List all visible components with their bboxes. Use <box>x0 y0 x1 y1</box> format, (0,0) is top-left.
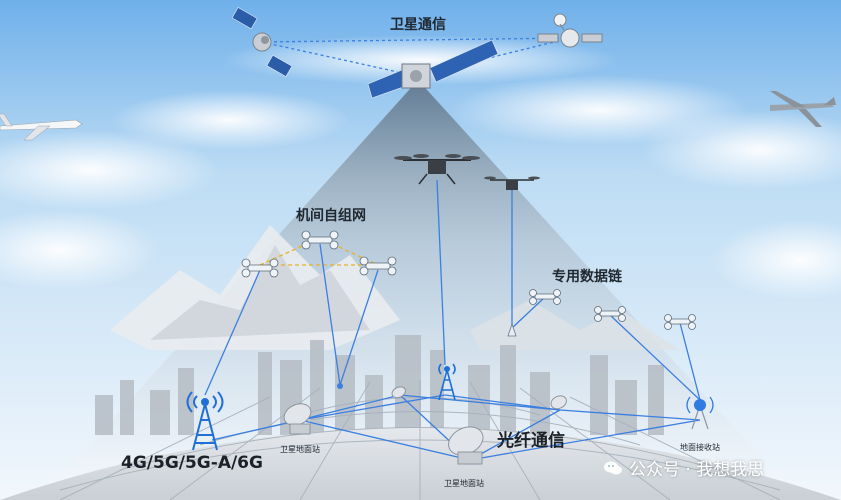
coverage-beam <box>40 80 800 500</box>
satellite-main-icon <box>367 39 499 99</box>
relay-node-icon <box>507 322 517 337</box>
cargo-drone-icon <box>484 176 540 190</box>
ground-receiver-icon <box>686 396 714 430</box>
city-skyline <box>95 335 664 435</box>
label-satellite-comm: 卫星通信 <box>390 17 446 33</box>
satellite-dish-2-icon <box>448 426 484 465</box>
label-ground-receiving-station: 地面接收站 <box>680 443 720 452</box>
clouds <box>0 35 841 300</box>
quadcopter-icons <box>241 230 696 330</box>
mountains <box>110 225 680 350</box>
quadcopter-mesh-2-icon <box>301 230 339 250</box>
quadcopter-mesh-3-icon <box>359 256 397 276</box>
wechat-icon <box>604 461 622 474</box>
satellite-dish-small-1-icon <box>391 386 406 399</box>
military-drone-icon <box>770 91 836 127</box>
quadcopter-datalink-3-icon <box>664 314 696 330</box>
label-cellular: 4G/5G/5G-A/6G <box>121 453 263 473</box>
label-dedicated-datalink: 专用数据链 <box>552 269 622 285</box>
quadcopter-mesh-1-icon <box>241 258 279 278</box>
watermark-text: 公众号 · 我想我思 <box>629 460 765 480</box>
small-node-icon <box>337 383 343 389</box>
communication-links <box>204 179 701 461</box>
label-satellite-ground-station-1: 卫星地面站 <box>280 445 320 454</box>
satellite-dish-1-icon <box>283 403 312 435</box>
watermark: 公众号 · 我想我思 <box>603 455 764 480</box>
heavy-drone-icon <box>394 154 480 185</box>
quadcopter-datalink-2-icon <box>594 306 626 322</box>
label-satellite-ground-station-2: 卫星地面站 <box>444 479 484 488</box>
label-optical-fiber-comm: 光纤通信 <box>497 431 565 451</box>
satellite-dish-small-2-icon <box>550 395 567 410</box>
cell-tower-center-icon <box>438 363 456 401</box>
satellite-right-icon <box>537 13 603 48</box>
cell-tower-left-icon <box>186 391 224 451</box>
airliner-icon <box>0 113 83 141</box>
satellite-left-icon <box>231 7 293 77</box>
label-ad-hoc-network: 机间自组网 <box>296 208 366 224</box>
quadcopter-datalink-1-icon <box>529 289 561 305</box>
